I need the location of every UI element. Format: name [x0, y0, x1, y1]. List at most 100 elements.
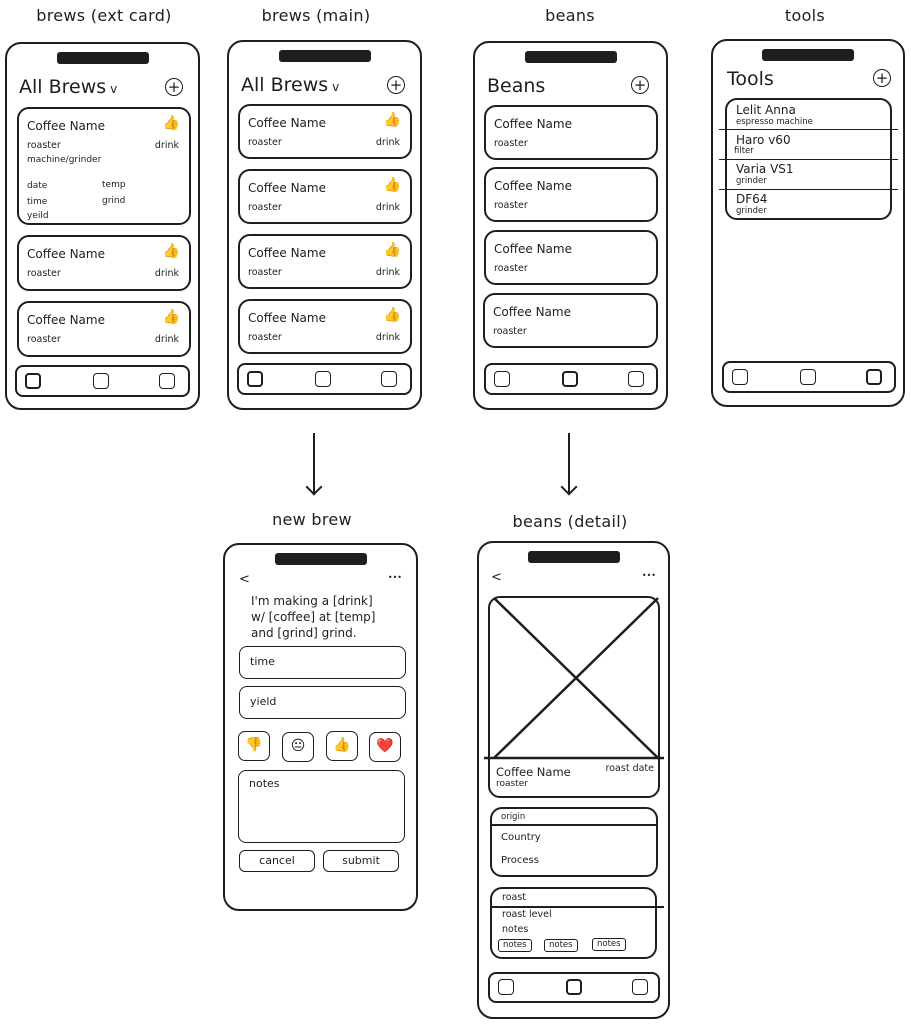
submit-button[interactable]: submit [323, 850, 399, 872]
arrow-shaft [313, 433, 315, 493]
note-chip[interactable]: notes [544, 939, 578, 952]
note-chip[interactable]: notes [592, 938, 626, 951]
process: Process [501, 855, 539, 866]
origin-card: origin Country Process [490, 807, 658, 877]
phone-notch [278, 50, 371, 62]
bean-card[interactable]: Coffee Name roaster [484, 230, 658, 285]
bottom-nav [15, 365, 190, 397]
nav-tab-tools[interactable] [159, 373, 175, 389]
rating-heart-button[interactable]: ❤️ [369, 732, 401, 762]
nav-tab-beans[interactable] [315, 371, 331, 387]
origin-header: origin [501, 812, 526, 822]
nav-tab-brews[interactable] [25, 373, 41, 389]
more-icon[interactable]: ••• [387, 573, 402, 582]
nav-tab-tools[interactable] [628, 371, 644, 387]
tool-type: filter [734, 146, 754, 156]
tool-item[interactable]: DF64 grinder [727, 190, 890, 219]
yield-input[interactable]: yield [239, 686, 406, 719]
tool-type: grinder [736, 206, 767, 216]
drink: drink [375, 137, 400, 148]
brew-card[interactable]: Coffee Name 👍 roaster drink [17, 301, 191, 357]
nav-tab-beans[interactable] [93, 373, 109, 389]
roaster: roaster [494, 263, 528, 274]
arrow-head [560, 478, 578, 496]
phone-notch [524, 51, 617, 63]
roaster: roaster [27, 140, 61, 151]
brew-card[interactable]: Coffee Name 👍 roaster drink [238, 104, 412, 159]
tool-item[interactable]: Varia VS1 grinder [719, 160, 898, 190]
brew-card[interactable]: Coffee Name 👍 roaster drink [238, 234, 412, 289]
thumbs-up-icon: 👍 [162, 309, 180, 325]
bean-card[interactable]: Coffee Name roaster [483, 293, 658, 348]
notes-label: notes [502, 924, 529, 935]
roaster: roaster [248, 332, 282, 343]
tool-name: Lelit Anna [736, 103, 796, 117]
yield: yeild [27, 211, 49, 221]
brew-card[interactable]: Coffee Name 👍 roaster drink [238, 299, 412, 354]
roast-date: roast date [605, 763, 654, 774]
roaster: roaster [494, 138, 528, 149]
nav-tab-beans[interactable] [800, 369, 816, 385]
bean-card[interactable]: Coffee Name roaster [484, 167, 658, 222]
nav-tab-brews[interactable] [732, 369, 748, 385]
roast-header: roast [502, 892, 527, 903]
note-chip[interactable]: notes [498, 939, 532, 952]
nav-tab-brews[interactable] [494, 371, 510, 387]
bottom-nav [488, 972, 660, 1003]
tool-type: grinder [736, 176, 767, 186]
add-icon[interactable]: + [873, 69, 891, 87]
coffee-name: Coffee Name [27, 119, 105, 133]
rating-neutral-button[interactable]: 😐 [282, 732, 314, 762]
roaster: roaster [27, 334, 61, 345]
roaster: roaster [27, 268, 61, 279]
tool-item[interactable]: Haro v60 filter [719, 130, 898, 160]
cancel-button[interactable]: cancel [239, 850, 315, 872]
bean-hero-card: Coffee Name roast date roaster [484, 596, 664, 798]
brew-sentence[interactable]: I'm making a [drink] w/ [coffee] at [tem… [251, 594, 376, 640]
arrow-head [305, 478, 323, 496]
nav-tab-tools[interactable] [632, 979, 648, 995]
thumbs-up-icon: 👍 [383, 242, 401, 258]
back-icon[interactable]: < [239, 572, 250, 587]
time-input[interactable]: time [239, 646, 406, 679]
back-icon[interactable]: < [491, 570, 502, 585]
nav-tab-tools[interactable] [866, 369, 882, 385]
rating-thumbs-up-button[interactable]: 👍 [326, 731, 358, 761]
notes-textarea[interactable]: notes [238, 770, 405, 843]
rating-thumbs-down-button[interactable]: 👎 [238, 731, 270, 761]
brew-card-expanded[interactable]: Coffee Name 👍 roaster drink machine/grin… [17, 107, 191, 225]
thumbs-up-icon: 👍 [162, 115, 180, 131]
drink: drink [154, 140, 179, 151]
coffee-name: Coffee Name [27, 247, 105, 261]
label-brews-ext-card: brews (ext card) [36, 6, 172, 25]
brew-card[interactable]: Coffee Name 👍 roaster drink [238, 169, 412, 224]
coffee-name: Coffee Name [494, 117, 572, 131]
nav-tab-brews[interactable] [247, 371, 263, 387]
nav-tab-beans[interactable] [566, 979, 582, 995]
arrow-shaft [568, 433, 570, 493]
add-icon[interactable]: + [631, 76, 649, 94]
more-icon[interactable]: ••• [641, 571, 656, 580]
nav-tab-tools[interactable] [381, 371, 397, 387]
add-icon[interactable]: + [387, 76, 405, 94]
chevron-down-icon[interactable]: v [110, 82, 118, 96]
roaster: roaster [494, 200, 528, 211]
chevron-down-icon[interactable]: v [332, 80, 340, 94]
phone-notch [56, 52, 149, 64]
bean-card[interactable]: Coffee Name roaster [484, 105, 658, 160]
page-title: Tools [727, 68, 774, 90]
brew-card[interactable]: Coffee Name 👍 roaster drink [17, 235, 191, 291]
divider [492, 824, 656, 826]
time: time [27, 197, 48, 207]
nav-tab-brews[interactable] [498, 979, 514, 995]
label-beans-detail: beans (detail) [512, 512, 628, 531]
phone-notch [762, 49, 854, 61]
tool-item[interactable]: Lelit Anna espresso machine [719, 100, 898, 130]
phone-notch [527, 551, 620, 563]
thumbs-up-icon: 👍 [383, 177, 401, 193]
nav-tab-beans[interactable] [562, 371, 578, 387]
add-icon[interactable]: + [165, 78, 183, 96]
